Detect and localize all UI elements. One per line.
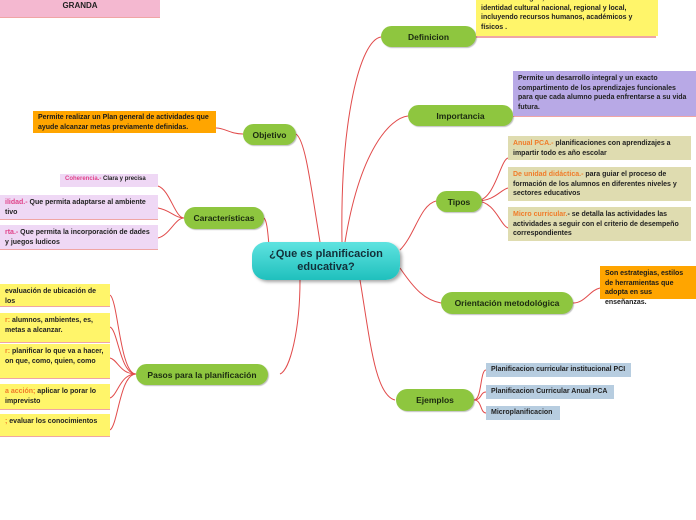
paso-item: r: planificar lo que va a hacer, on que,…: [0, 344, 110, 378]
branch-label: Orientación metodológica: [454, 298, 560, 308]
top-note: GRANDA: [0, 0, 160, 17]
branch-orientacion[interactable]: Orientación metodológica: [441, 292, 573, 314]
branch-label: Características: [193, 213, 255, 223]
branch-definicion[interactable]: Definicion: [381, 26, 476, 47]
central-topic[interactable]: ¿Que es planificacion educativa?: [252, 242, 400, 280]
caracteristica-item: Coherencia.- Clara y precisa: [60, 174, 158, 187]
branch-pasos[interactable]: Pasos para la planificación: [136, 364, 268, 385]
paso-item: r: alumnos, ambientes, es, metas a alcan…: [0, 313, 110, 342]
paso-item: ; evaluar los conocimientos: [0, 414, 110, 436]
ejemplo-item: Planificacion Curricular Anual PCA: [486, 385, 614, 399]
central-title: ¿Que es planificacion educativa?: [269, 248, 383, 273]
branch-label: Definicion: [407, 31, 450, 42]
tipo-item: De unidad didáctica.- para guiar el proc…: [508, 167, 691, 201]
paso-item: a acción; aplicar lo porar lo imprevisto: [0, 384, 110, 409]
tipo-item: Micro curricular.- se detalla las activi…: [508, 207, 691, 241]
branch-tipos[interactable]: Tipos: [436, 191, 482, 212]
branch-label: Ejemplos: [416, 395, 454, 405]
note-objetivo: Permite realizar un Plan general de acti…: [33, 111, 216, 133]
branch-objetivo[interactable]: Objetivo: [243, 124, 296, 145]
note-orientacion: Son estrategias, estilos de herramientas…: [600, 266, 696, 306]
ejemplo-item: Microplanificacion: [486, 406, 560, 420]
branch-importancia[interactable]: Importancia: [408, 105, 513, 126]
branch-caracteristicas[interactable]: Características: [184, 207, 264, 229]
branch-ejemplos[interactable]: Ejemplos: [396, 389, 474, 411]
paso-item: evaluación de ubicación de los: [0, 284, 110, 306]
caracteristica-item: rta.- Que permita la incorporación de da…: [0, 225, 158, 249]
branch-label: Importancia: [436, 110, 485, 121]
note-definicion: formación integral, a la construcción de…: [476, 0, 658, 36]
tipo-item: Anual PCA.- planificaciones con aprendiz…: [508, 136, 691, 160]
ejemplo-item: Planificacion curricular institucional P…: [486, 363, 631, 377]
caracteristica-item: ilidad.- Que permita adaptarse al ambien…: [0, 195, 158, 219]
branch-label: Tipos: [447, 196, 471, 207]
note-importancia: Permite un desarrollo integral y un exac…: [513, 71, 696, 116]
branch-label: Objetivo: [252, 129, 287, 140]
branch-label: Pasos para la planificación: [147, 369, 257, 380]
